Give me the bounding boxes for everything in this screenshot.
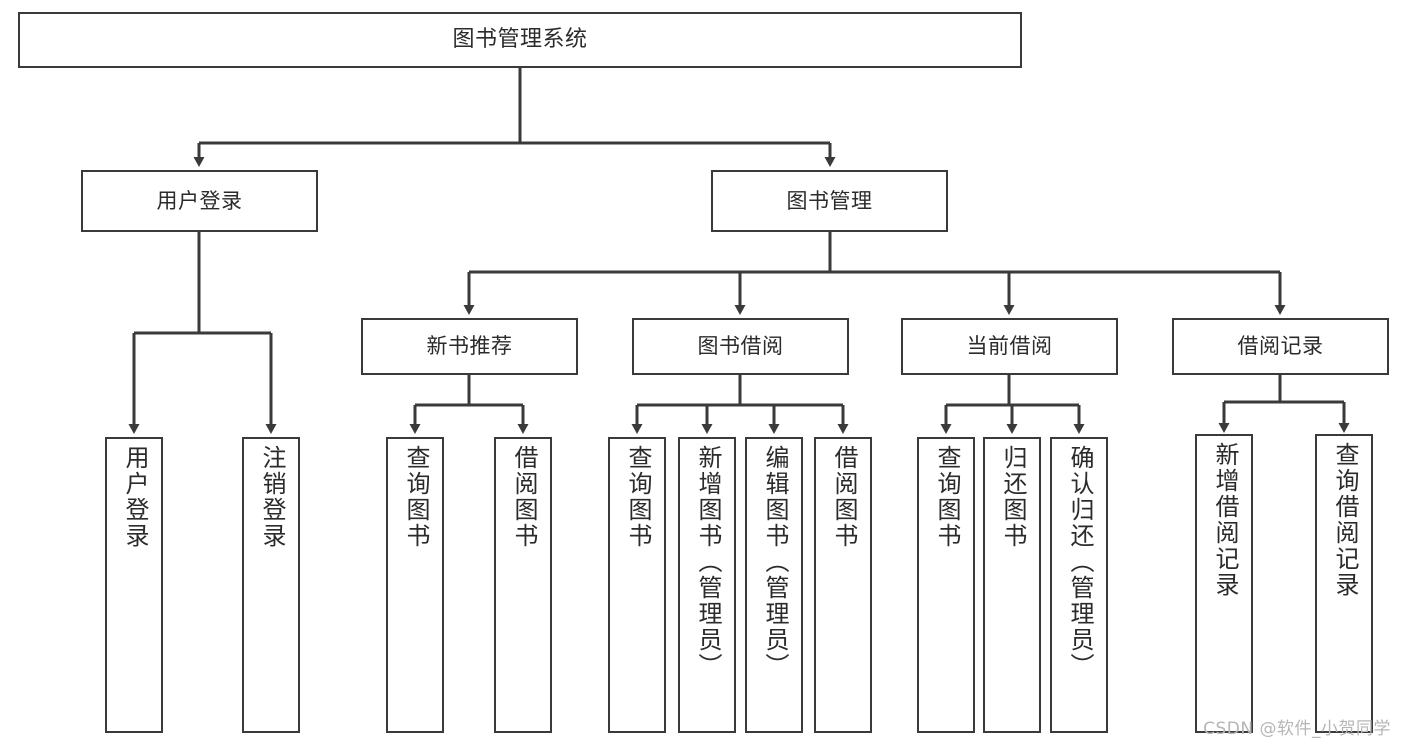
node-book-management[interactable]: 图书管理 [711,170,948,232]
leaf-borrow-book-label: 借阅图书 [829,445,858,549]
leaf-logout[interactable]: 注销登录 [242,437,300,733]
leaf-confirm-return-admin-label: 确认归还（管理员） [1065,445,1094,679]
leaf-return-book-label: 归还图书 [998,445,1027,549]
leaf-query-book-current[interactable]: 查询图书 [917,437,975,733]
node-borrow-record-label: 借阅记录 [1237,334,1324,359]
leaf-edit-book-admin[interactable]: 编辑图书（管理员） [745,437,803,733]
leaf-add-book-admin-label: 新增图书（管理员） [693,445,722,679]
leaf-query-book-recommend[interactable]: 查询图书 [386,437,444,733]
leaf-query-borrow-record-label: 查询借阅记录 [1330,442,1359,598]
leaf-borrow-book-recommend-label: 借阅图书 [509,445,538,549]
node-book-borrow-label: 图书借阅 [697,334,784,359]
leaf-borrow-book[interactable]: 借阅图书 [814,437,872,733]
node-root-label: 图书管理系统 [452,27,588,53]
leaf-add-borrow-record[interactable]: 新增借阅记录 [1195,434,1253,733]
leaf-logout-label: 注销登录 [257,445,286,549]
node-book-management-label: 图书管理 [786,188,873,213]
node-current-borrow-label: 当前借阅 [966,334,1053,359]
leaf-add-book-admin[interactable]: 新增图书（管理员） [678,437,736,733]
node-book-borrow[interactable]: 图书借阅 [632,318,849,375]
node-current-borrow[interactable]: 当前借阅 [901,318,1118,375]
node-user-login[interactable]: 用户登录 [81,170,318,232]
node-borrow-record[interactable]: 借阅记录 [1172,318,1389,375]
node-new-book-recommend[interactable]: 新书推荐 [361,318,578,375]
node-root[interactable]: 图书管理系统 [18,12,1022,68]
leaf-user-login[interactable]: 用户登录 [105,437,163,733]
leaf-query-book-current-label: 查询图书 [932,445,961,549]
leaf-edit-book-admin-label: 编辑图书（管理员） [760,445,789,679]
leaf-query-book-borrow-label: 查询图书 [623,445,652,549]
node-user-login-label: 用户登录 [156,188,243,213]
leaf-user-login-label: 用户登录 [120,445,149,549]
leaf-return-book[interactable]: 归还图书 [983,437,1041,733]
node-new-book-recommend-label: 新书推荐 [426,334,513,359]
leaf-query-book-recommend-label: 查询图书 [401,445,430,549]
leaf-add-borrow-record-label: 新增借阅记录 [1210,442,1239,598]
leaf-query-borrow-record[interactable]: 查询借阅记录 [1315,434,1373,733]
leaf-borrow-book-recommend[interactable]: 借阅图书 [494,437,552,733]
leaf-confirm-return-admin[interactable]: 确认归还（管理员） [1050,437,1108,733]
leaf-query-book-borrow[interactable]: 查询图书 [608,437,666,733]
